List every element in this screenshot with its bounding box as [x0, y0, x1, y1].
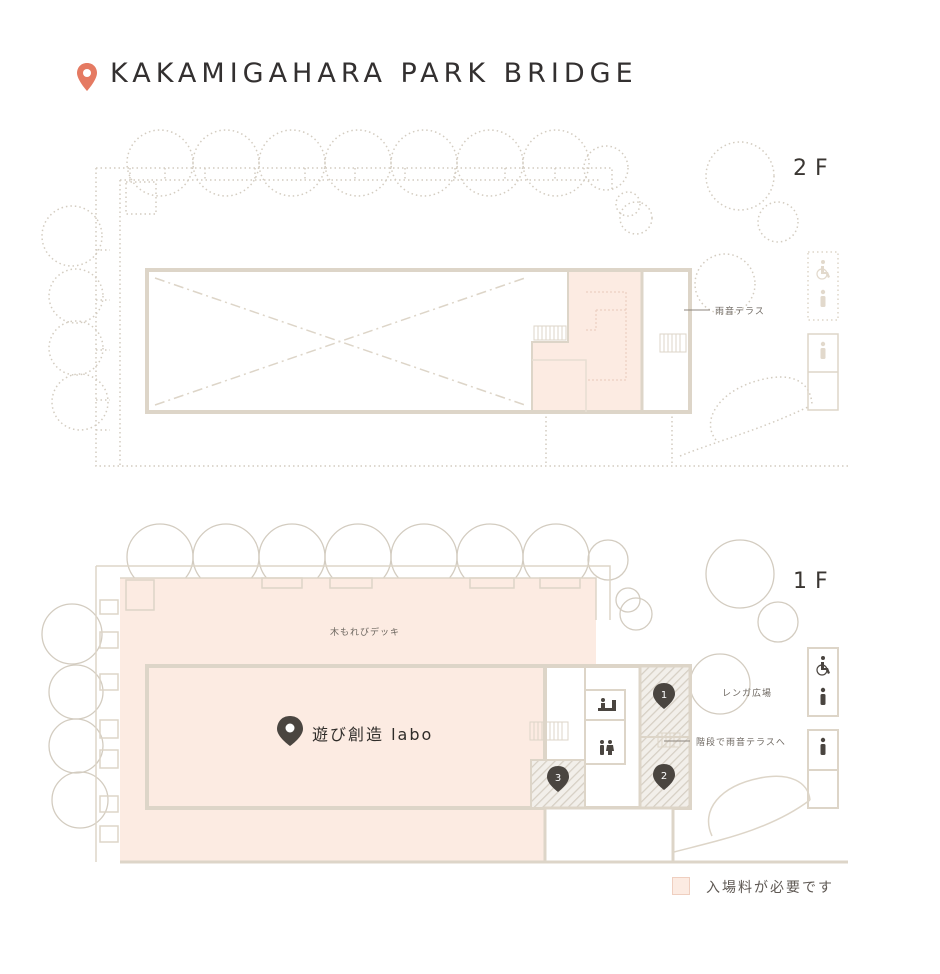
baby-changing-icon [598, 698, 616, 711]
floor-label-1f: 1F [793, 569, 836, 594]
person-icon [820, 341, 826, 359]
person-icon [820, 687, 826, 705]
callout-deck: 木もれびデッキ [330, 628, 401, 638]
labo-location-pin-icon[interactable] [277, 716, 303, 746]
callout-stairs: 階段で雨音テラスへ [696, 738, 786, 748]
restroom-panel-1f [807, 647, 839, 809]
marker-3-label: 3 [555, 773, 561, 784]
stairs-1f [529, 721, 681, 748]
restroom-panel-2f [807, 251, 839, 411]
facility-label-labo[interactable]: 遊び創造 labo [312, 725, 434, 744]
floor-2f [41, 129, 848, 467]
marker-2[interactable]: 2 [653, 764, 675, 790]
page-title: KAKAMIGAHARA PARK BRIDGE [110, 58, 638, 89]
floor-label-2f: 2F [793, 156, 836, 181]
tree-canopy-row-2f [41, 129, 799, 431]
legend-paid-area-label: 入場料が必要です [706, 880, 834, 896]
marker-1-label: 1 [661, 690, 667, 701]
restroom-icon [600, 740, 614, 755]
marker-1[interactable]: 1 [653, 683, 675, 709]
callout-terrace: 雨音テラス [715, 307, 765, 317]
wheelchair-icon [816, 656, 830, 676]
person-icon [820, 737, 826, 755]
person-icon [820, 289, 826, 307]
building-2f [145, 268, 710, 414]
marker-2-label: 2 [661, 771, 667, 782]
title-location-pin-icon [77, 63, 97, 91]
tree-canopy-row-1f [41, 523, 799, 829]
callout-plaza: レンガ広場 [722, 689, 773, 699]
floor-1f: 1 2 3 [41, 523, 848, 864]
legend-paid-area-swatch [672, 877, 690, 895]
wheelchair-icon [816, 260, 830, 280]
deck-outline-2f [95, 167, 848, 467]
deck-outline-1f [95, 565, 848, 864]
marker-3[interactable]: 3 [547, 766, 569, 792]
stairs-2f [533, 325, 687, 353]
